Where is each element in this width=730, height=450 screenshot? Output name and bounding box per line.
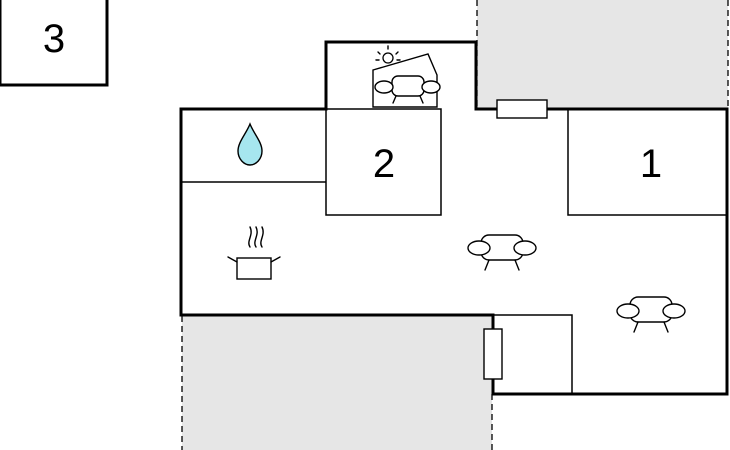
terrace-top-right [477,0,728,110]
room-2-label: 2 [373,142,395,186]
window [483,328,503,380]
house-outer-wall [179,40,729,396]
room-3-label: 3 [43,17,65,61]
room-1-label: 1 [640,142,662,186]
sofa-icon [616,296,686,333]
water-drop-icon [237,122,263,166]
sun-sofa-icon [372,45,441,108]
cooking-pot-icon [227,226,281,280]
terrace-bottom-left [182,316,492,450]
interior-wall [493,314,573,394]
sofa-icon [467,234,537,271]
interior-wall [325,108,442,216]
room-3-outline [0,0,109,87]
interior-wall [567,109,727,216]
window [496,99,548,119]
